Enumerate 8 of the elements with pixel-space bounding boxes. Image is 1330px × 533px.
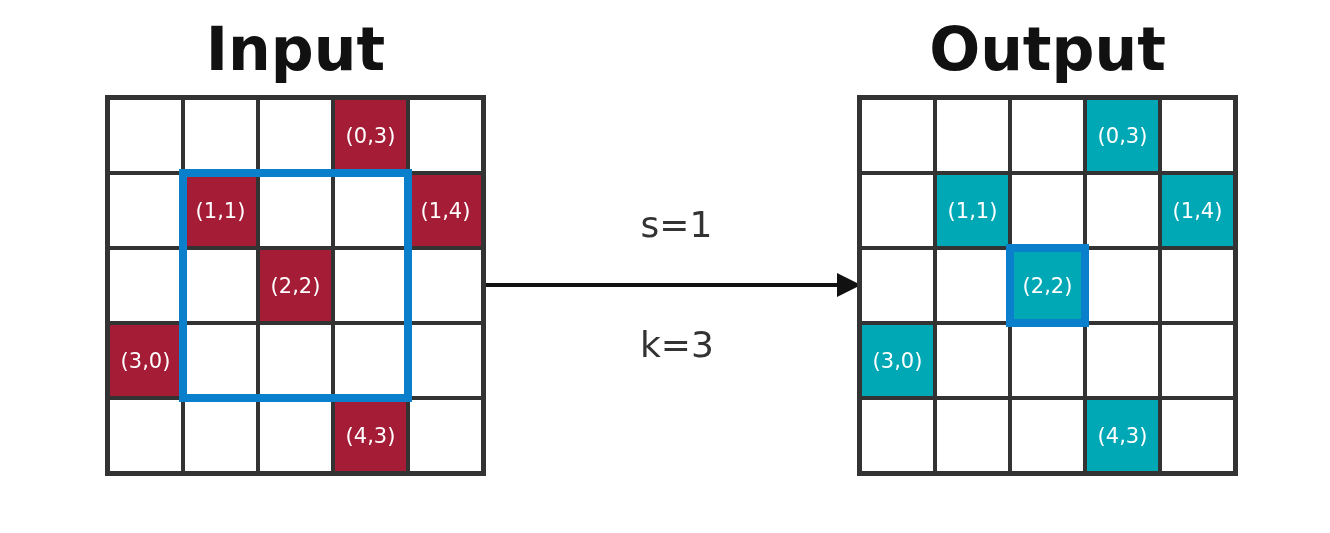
active-cell: (1,4) xyxy=(1160,173,1235,248)
active-cell: (3,0) xyxy=(860,323,935,398)
active-cell: (2,2) xyxy=(258,248,333,323)
active-cell: (0,3) xyxy=(1085,98,1160,173)
grid-title: Input xyxy=(204,14,387,84)
active-cell: (4,3) xyxy=(1085,398,1160,473)
active-cell: (1,1) xyxy=(935,173,1010,248)
grid-title: Output xyxy=(928,14,1167,84)
